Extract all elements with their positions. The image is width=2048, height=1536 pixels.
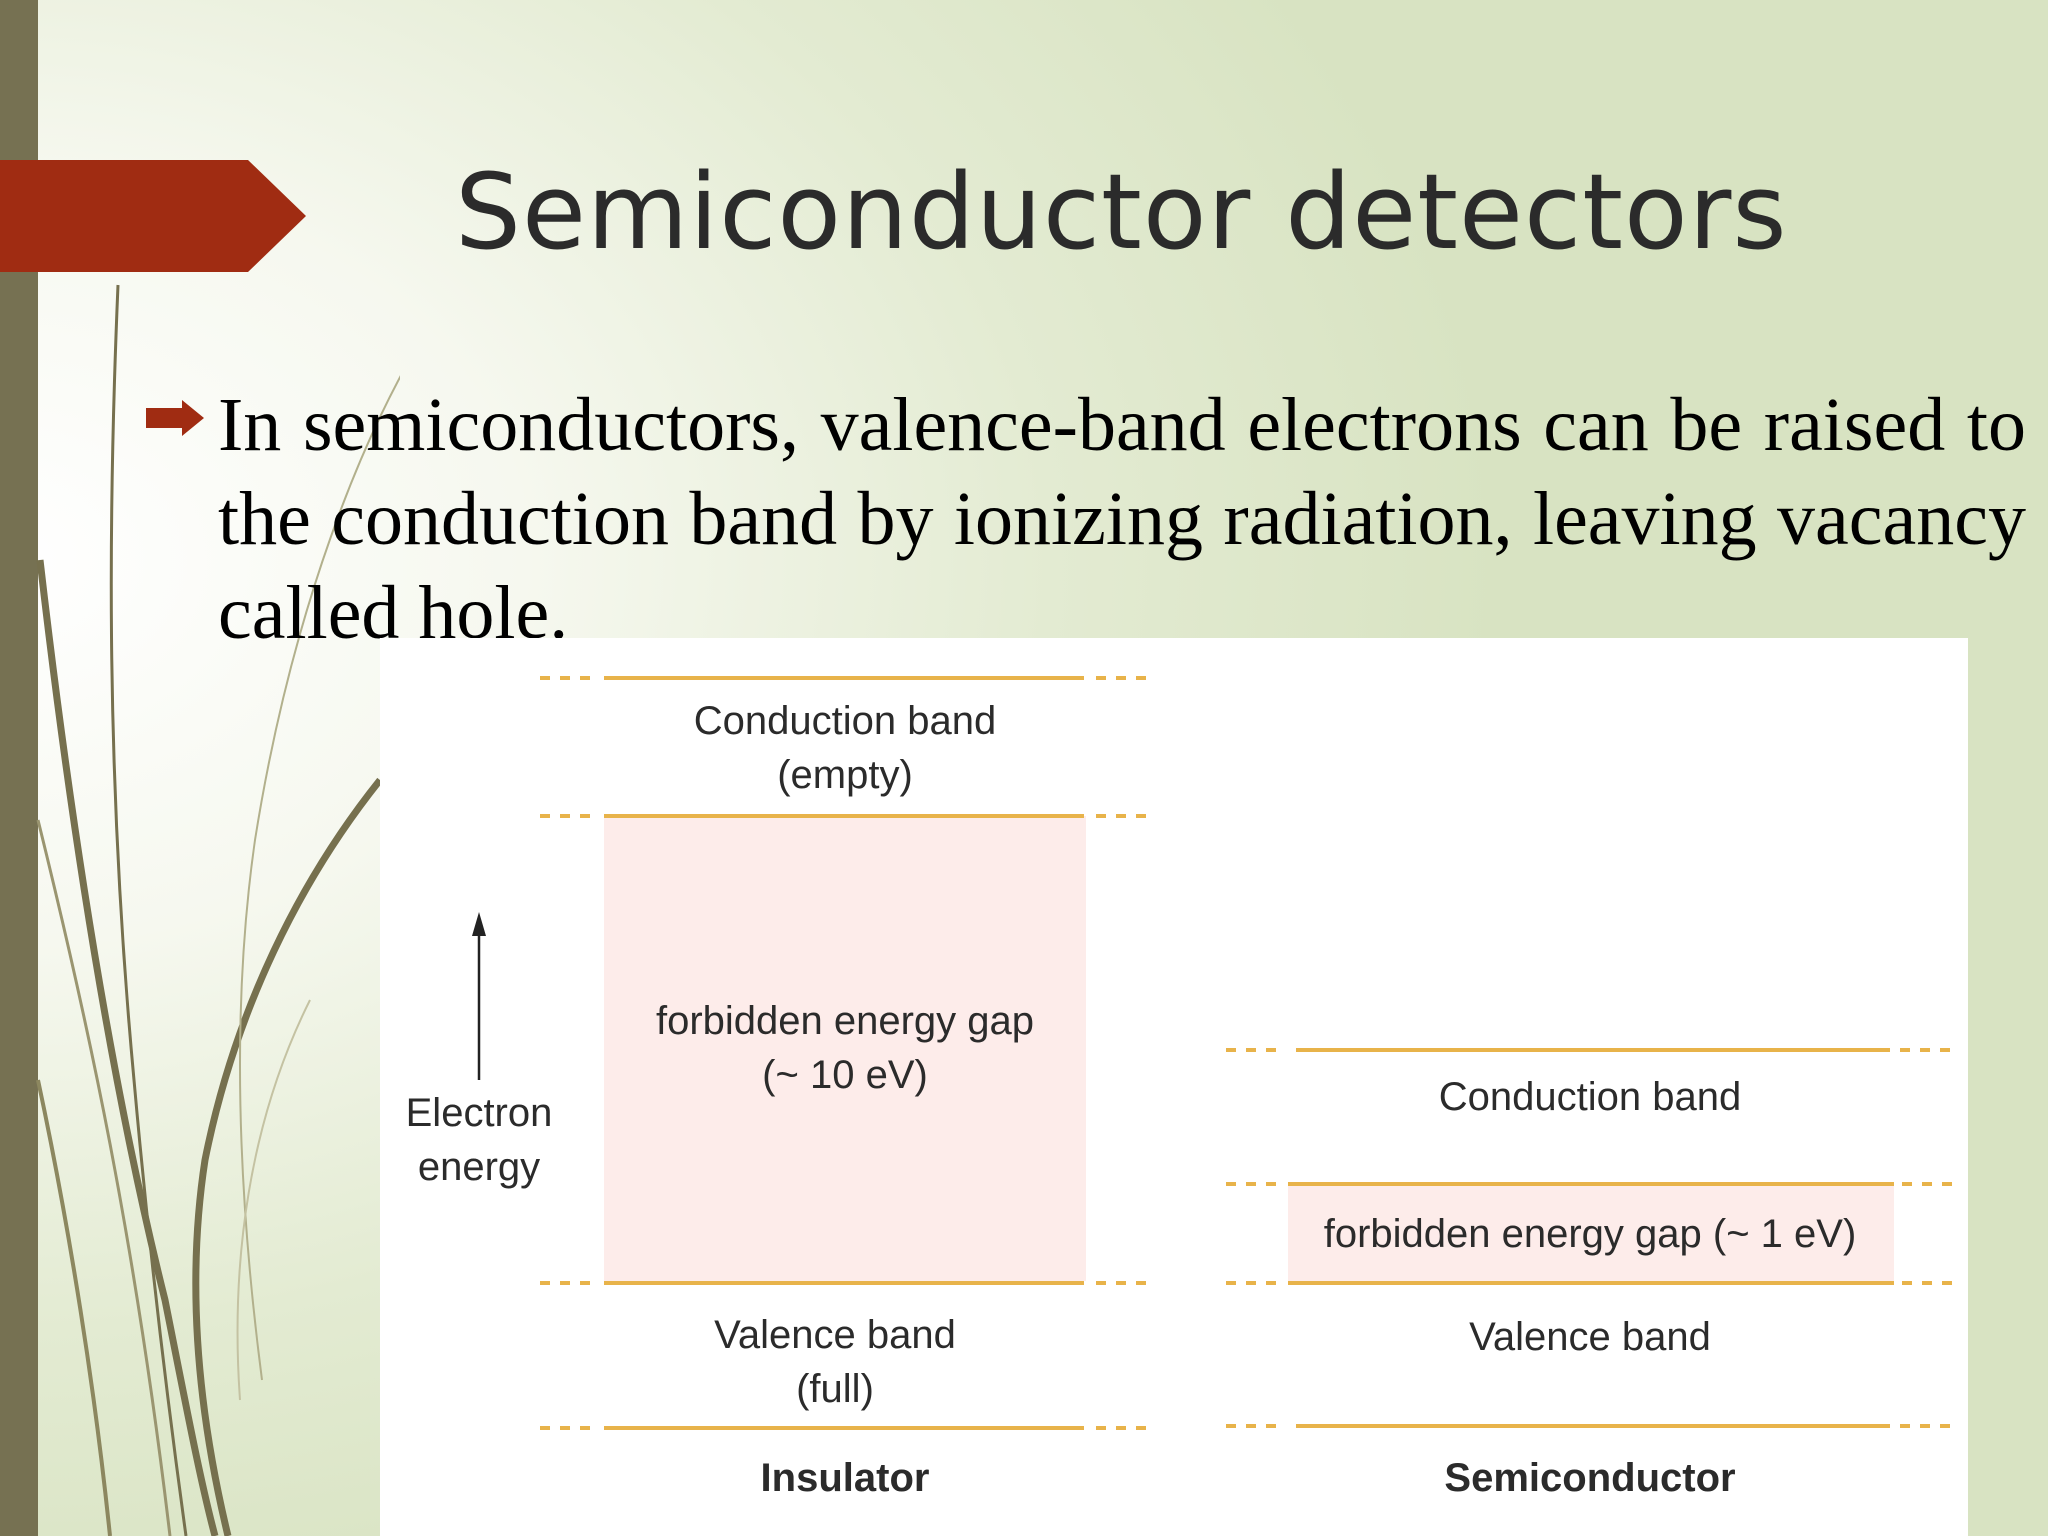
slide-title: Semiconductor detectors [455, 151, 1788, 273]
axis-label-line1: Electron [406, 1091, 553, 1135]
insulator-valence-label: Valence band [714, 1313, 956, 1357]
insulator-gap-label: forbidden energy gap [656, 999, 1034, 1043]
semiconductor-gap-label: forbidden energy gap (~ 1 eV) [1324, 1212, 1857, 1256]
band-diagram: Electron energy Conduction band (empty) … [380, 638, 1968, 1536]
insulator-gap-region [604, 816, 1086, 1281]
arrow-bullet-icon [146, 400, 204, 436]
semiconductor-valence-label: Valence band [1469, 1315, 1711, 1359]
axis-label-line2: energy [418, 1145, 540, 1189]
insulator-gap-value: (~ 10 eV) [762, 1053, 928, 1097]
title-arrow-shape [0, 160, 306, 272]
semiconductor-gap-region [1288, 1184, 1894, 1283]
insulator-label: Insulator [761, 1456, 930, 1500]
semiconductor-label: Semiconductor [1444, 1456, 1735, 1500]
decorative-grass-lines [36, 284, 400, 1536]
insulator-conduction-label: Conduction band [694, 699, 996, 743]
insulator-band-lines [540, 676, 1150, 1430]
insulator-valence-state: (full) [796, 1367, 874, 1411]
semiconductor-conduction-label: Conduction band [1439, 1075, 1741, 1119]
semiconductor-band-lines [1226, 1048, 1956, 1428]
insulator-conduction-state: (empty) [777, 753, 913, 797]
energy-axis-arrow [472, 912, 486, 1080]
bullet-text: In semiconductors, valence-band electron… [218, 383, 2026, 640]
